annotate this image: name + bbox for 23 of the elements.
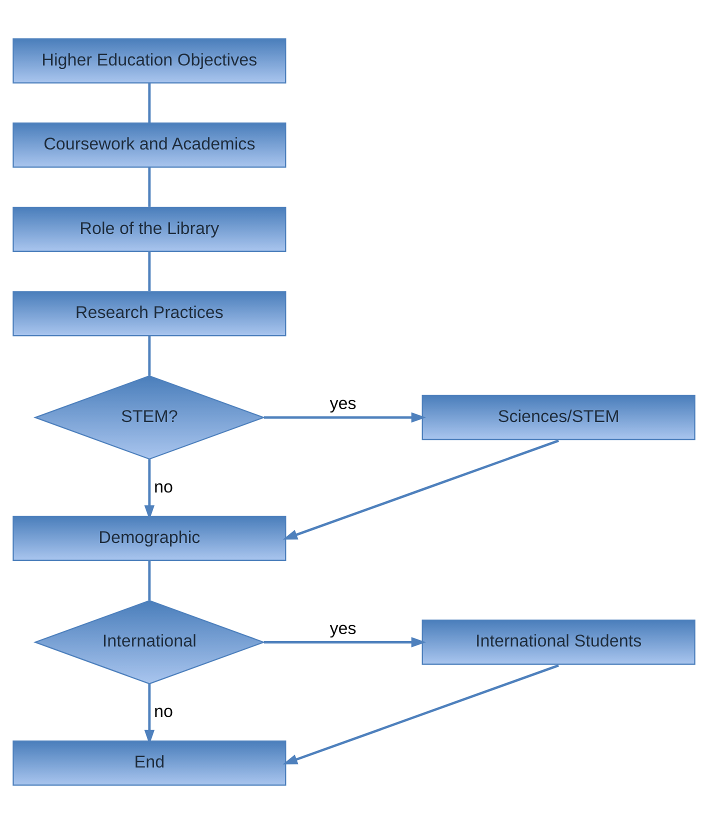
node-diamond: International xyxy=(33,600,266,684)
connector xyxy=(148,251,151,291)
arrow xyxy=(282,439,559,540)
edge-label: no xyxy=(154,701,173,720)
connector xyxy=(148,82,151,122)
node-diamond: STEM? xyxy=(33,374,266,460)
edge-label: yes xyxy=(330,394,356,413)
node-box: Higher Education Objectives xyxy=(12,38,286,83)
connector xyxy=(148,166,151,206)
arrow xyxy=(264,412,426,422)
edge-label: yes xyxy=(330,618,356,638)
connector xyxy=(148,560,151,600)
node-box: Demographic xyxy=(12,515,286,560)
node-box: Role of the Library xyxy=(12,206,286,252)
arrow xyxy=(264,636,426,647)
node-box: International Students xyxy=(422,619,696,664)
node-box: Sciences/STEM xyxy=(422,394,696,440)
node-box: Coursework and Academics xyxy=(12,122,286,168)
arrow xyxy=(282,664,559,764)
connector xyxy=(148,335,151,376)
node-box: Research Practices xyxy=(12,290,286,336)
node-box: End xyxy=(12,740,286,786)
edge-label: no xyxy=(154,476,173,496)
